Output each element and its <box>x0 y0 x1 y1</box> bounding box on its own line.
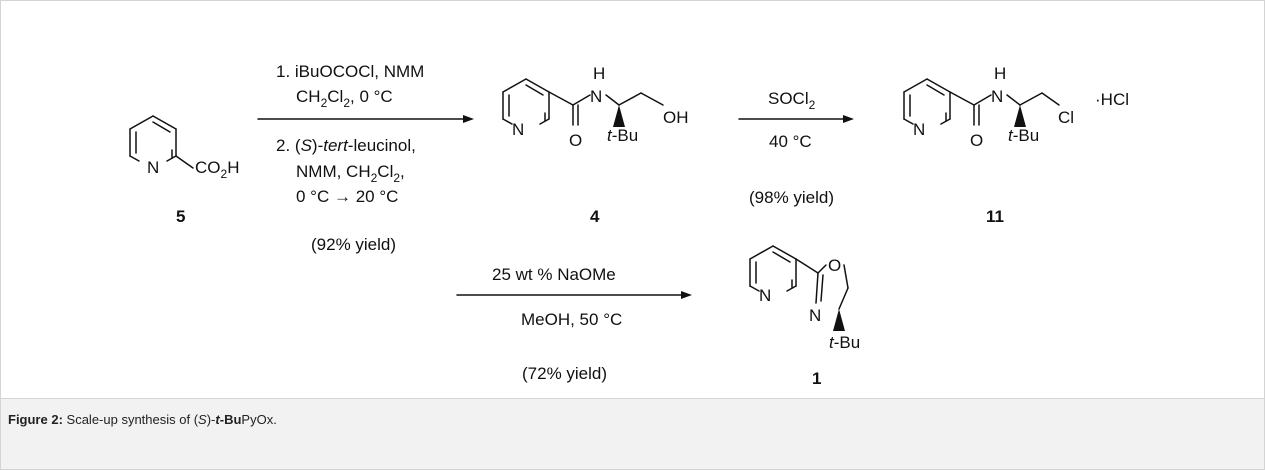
step-1-arrowhead <box>463 115 474 123</box>
compound-11-nh-h-label: H <box>994 64 1006 83</box>
compound-4-tbu-label: t-Bu <box>607 126 638 145</box>
step-3-reagent: 25 wt % NaOMe <box>492 265 616 284</box>
compound-11-structure <box>903 78 1060 127</box>
step-3-yield: (72% yield) <box>522 364 607 383</box>
compound-1: N O N t-Bu 1 <box>749 245 860 388</box>
step-1-reagent-line-3: 2. (S)-tert-leucinol, <box>276 136 416 155</box>
compound-1-oxazoline-o-label: O <box>828 256 841 275</box>
compound-4-nh-n-label: N <box>590 87 602 106</box>
step-1-reagent-line-4: NMM, CH2Cl2, <box>296 162 405 185</box>
caption-mid: )- <box>206 412 216 427</box>
step-3-arrowhead <box>681 291 692 299</box>
compound-4-oh-label: OH <box>663 108 689 127</box>
compound-5-pyridine-ring <box>129 115 194 169</box>
caption-prefix: Figure 2: <box>8 412 63 427</box>
compound-5-number: 5 <box>176 207 185 226</box>
compound-1-pyridine-n-label: N <box>759 286 771 305</box>
compound-4-structure <box>502 78 664 127</box>
compound-4-n-label: N <box>512 120 524 139</box>
caption-end: PyOx. <box>241 412 277 427</box>
compound-11-n-label: N <box>913 120 925 139</box>
compound-4: N H N O OH t-Bu 4 <box>502 64 689 226</box>
compound-11-hcl-label: ·HCl <box>1095 90 1129 109</box>
caption-s: S <box>198 412 207 427</box>
compound-1-tbu-label: t-Bu <box>829 333 860 352</box>
scheme-panel: N CO2H 5 1. iBuOCOCl, NMM CH2Cl2, 0 °C 2… <box>0 0 1265 399</box>
step-3-conditions: MeOH, 50 °C <box>521 310 622 329</box>
step-2: SOCl2 40 °C (98% yield) <box>738 89 854 207</box>
caption-t: t <box>215 412 220 427</box>
compound-5: N CO2H 5 <box>129 115 239 226</box>
caption-text: Scale-up synthesis of ( <box>66 412 199 427</box>
compound-11-number: 11 <box>986 207 1004 226</box>
step-2-arrowhead <box>843 115 854 123</box>
compound-4-number: 4 <box>590 207 600 226</box>
caption-bu: -Bu <box>219 412 242 427</box>
compound-1-number: 1 <box>812 369 821 388</box>
step-1-reagent-line-1: 1. iBuOCOCl, NMM <box>276 62 424 81</box>
compound-5-n-label: N <box>147 158 159 177</box>
compound-11-o-label: O <box>970 131 983 150</box>
step-1-reagent-line-2: CH2Cl2, 0 °C <box>296 87 393 110</box>
step-2-conditions: 40 °C <box>769 132 812 151</box>
reaction-scheme: N CO2H 5 1. iBuOCOCl, NMM CH2Cl2, 0 °C 2… <box>129 62 1129 388</box>
compound-1-oxazoline-n-label: N <box>809 306 821 325</box>
step-1-reagent-line-5: 0 °C → 20 °C <box>296 187 398 206</box>
compound-11-cl-label: Cl <box>1058 108 1074 127</box>
figure-caption: Figure 2: Scale-up synthesis of (S)-t-Bu… <box>8 412 277 427</box>
step-2-yield: (98% yield) <box>749 188 834 207</box>
compound-4-nh-h-label: H <box>593 64 605 83</box>
caption-bar: Figure 2: Scale-up synthesis of (S)-t-Bu… <box>0 398 1265 470</box>
compound-11-tbu-label: t-Bu <box>1008 126 1039 145</box>
step-3: 25 wt % NaOMe MeOH, 50 °C (72% yield) <box>456 265 692 383</box>
step-2-reagent: SOCl2 <box>768 89 816 112</box>
step-1-yield: (92% yield) <box>311 235 396 254</box>
compound-11-nh-n-label: N <box>991 87 1003 106</box>
compound-1-structure <box>749 245 849 331</box>
compound-11: N H N O Cl ·HCl t-Bu 11 <box>903 64 1129 226</box>
compound-4-o-label: O <box>569 131 582 150</box>
compound-5-co2h-label: CO2H <box>195 158 239 181</box>
step-1: 1. iBuOCOCl, NMM CH2Cl2, 0 °C 2. (S)-ter… <box>257 62 474 254</box>
